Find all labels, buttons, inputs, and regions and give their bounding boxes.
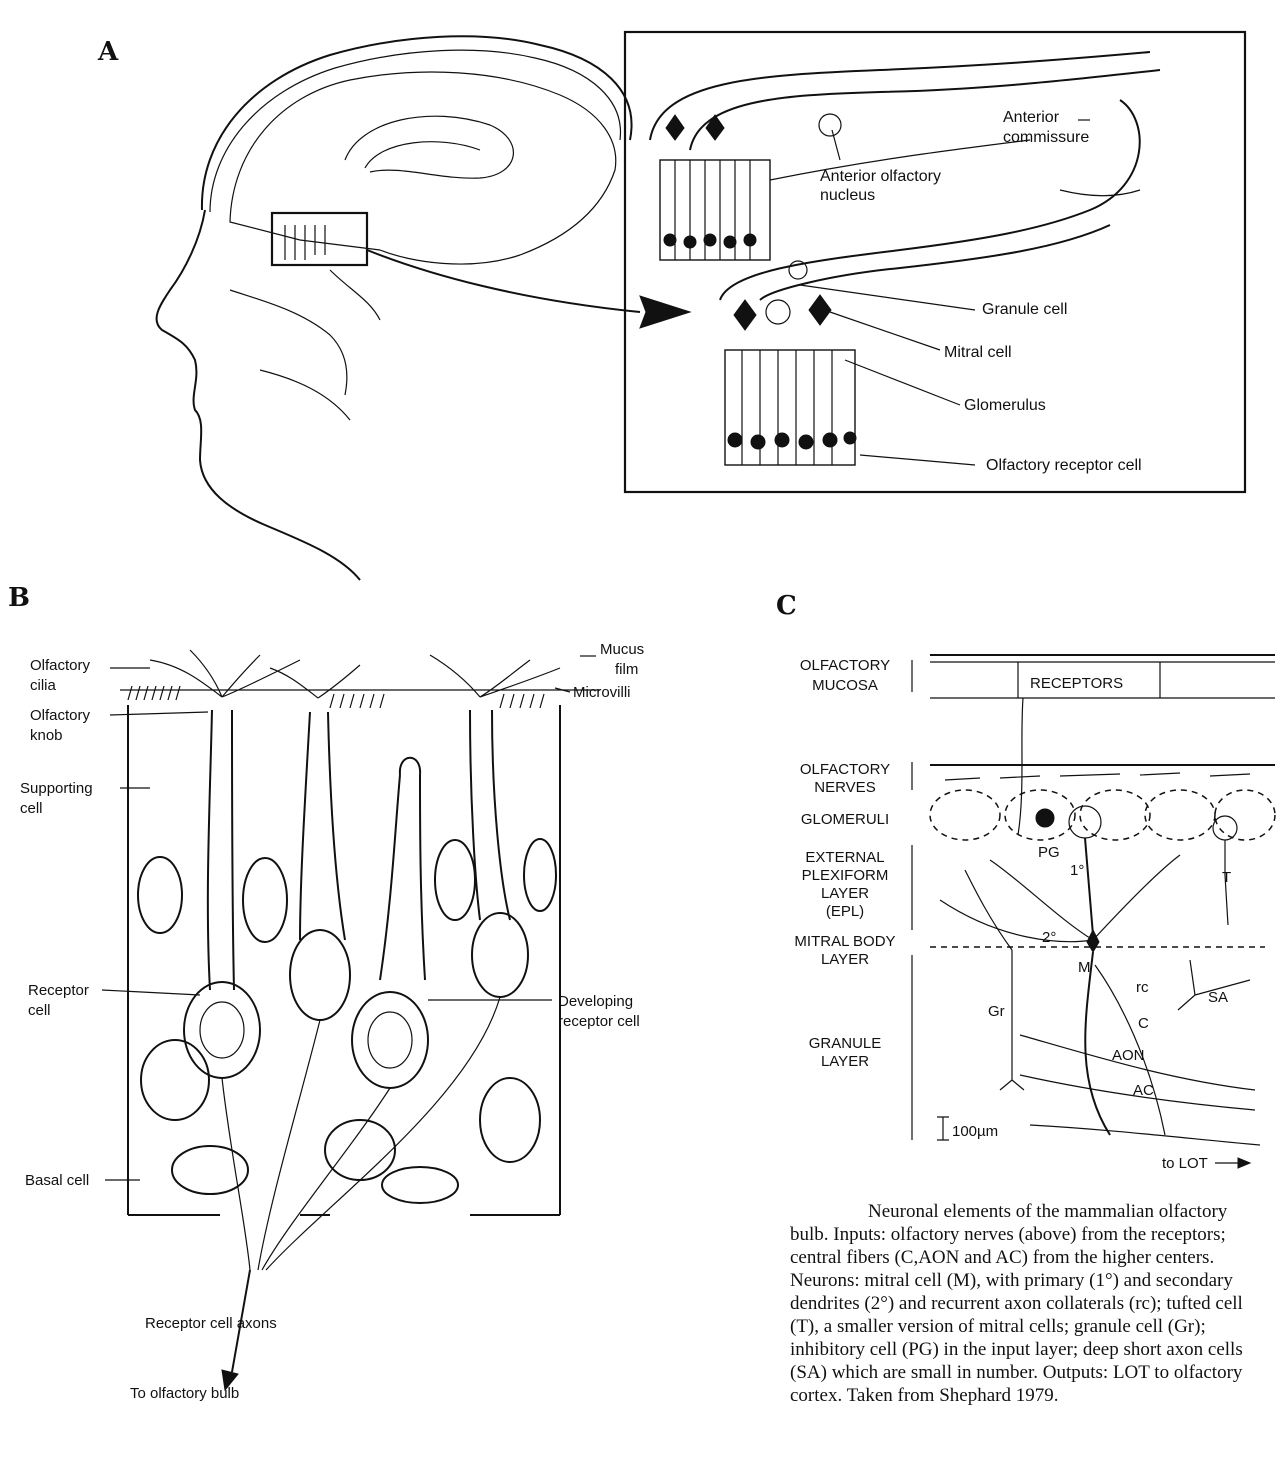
layer-epl-3: LAYER: [821, 885, 869, 902]
label-pg: PG: [1038, 844, 1060, 861]
label-anterior-commissure-2: commissure: [1003, 129, 1089, 146]
panel-a-labels: Anterior commissure Anterior olfactory n…: [820, 109, 1142, 474]
label-cilia-1: Olfactory: [30, 657, 91, 674]
layer-epl-4: (EPL): [826, 903, 864, 920]
label-developing-2: receptor cell: [558, 1013, 640, 1030]
layer-epl-2: PLEXIFORM: [802, 867, 889, 884]
label-developing-1: Developing: [558, 993, 633, 1010]
label-recurrent-collateral: rc: [1136, 979, 1149, 996]
label-scale-bar: 100µm: [952, 1123, 998, 1140]
label-to-olfactory-bulb: To olfactory bulb: [130, 1385, 239, 1402]
label-mucus-2: film: [615, 661, 638, 678]
label-sa: SA: [1208, 989, 1228, 1006]
label-receptor-2: cell: [28, 1002, 51, 1019]
label-receptors: RECEPTORS: [1030, 675, 1123, 692]
label-basal-cell: Basal cell: [25, 1172, 89, 1189]
label-receptor-1: Receptor: [28, 982, 89, 999]
label-supporting-2: cell: [20, 800, 43, 817]
label-mitral-cell: Mitral cell: [944, 344, 1012, 361]
label-c-fibre: C: [1138, 1015, 1149, 1032]
figure-caption: Neuronal elements of the mammalian olfac…: [790, 1200, 1260, 1407]
layer-mucosa-2: MUCOSA: [812, 677, 878, 694]
label-mitral: M: [1078, 959, 1091, 976]
label-cilia-2: cilia: [30, 677, 56, 694]
label-receptor-axons: Receptor cell axons: [145, 1315, 277, 1332]
label-olfactory-receptor-cell: Olfactory receptor cell: [986, 457, 1142, 474]
epithelium-drawing: [102, 650, 600, 1390]
head-sagittal-drawing: [157, 36, 690, 580]
layer-epl-1: EXTERNAL: [805, 849, 884, 866]
layer-granule-1: GRANULE: [809, 1035, 882, 1052]
label-glomerulus: Glomerulus: [964, 397, 1046, 414]
label-to-lot: to LOT: [1162, 1155, 1208, 1172]
layer-mitral-2: LAYER: [821, 951, 869, 968]
layer-mitral-1: MITRAL BODY: [794, 933, 895, 950]
bulb-circuit-diagram: [912, 655, 1275, 1168]
label-aon-2: nucleus: [820, 187, 875, 204]
bulb-inset: [625, 32, 1245, 492]
panel-c-layer-labels: OLFACTORY MUCOSA OLFACTORY NERVES GLOMER…: [794, 657, 895, 1070]
panel-a-letter: A: [97, 37, 119, 67]
label-ac-fibre: AC: [1133, 1082, 1154, 1099]
label-secondary-dendrite: 2°: [1042, 929, 1056, 946]
panel-b-letter: B: [8, 583, 30, 613]
label-aon-1: Anterior olfactory: [820, 168, 941, 185]
label-knob-1: Olfactory: [30, 707, 91, 724]
label-tufted-cell: T: [1222, 869, 1231, 886]
label-granule: Gr: [988, 1003, 1005, 1020]
panel-b-labels: Mucus film Microvilli Olfactory cilia Ol…: [20, 641, 644, 1402]
layer-mucosa-1: OLFACTORY: [800, 657, 890, 674]
layer-glomeruli: GLOMERULI: [801, 811, 889, 828]
layer-nerves-2: NERVES: [814, 779, 875, 796]
panel-c-letter: C: [776, 591, 797, 621]
label-mucus-1: Mucus: [600, 641, 644, 658]
label-microvilli: Microvilli: [573, 684, 631, 701]
layer-granule-2: LAYER: [821, 1053, 869, 1070]
label-primary-dendrite: 1°: [1070, 862, 1084, 879]
label-supporting-1: Supporting: [20, 780, 93, 797]
label-aon-fibre: AON: [1112, 1047, 1145, 1064]
label-granule-cell: Granule cell: [982, 301, 1067, 318]
label-anterior-commissure-1: Anterior: [1003, 109, 1060, 126]
layer-nerves-1: OLFACTORY: [800, 761, 890, 778]
label-knob-2: knob: [30, 727, 63, 744]
